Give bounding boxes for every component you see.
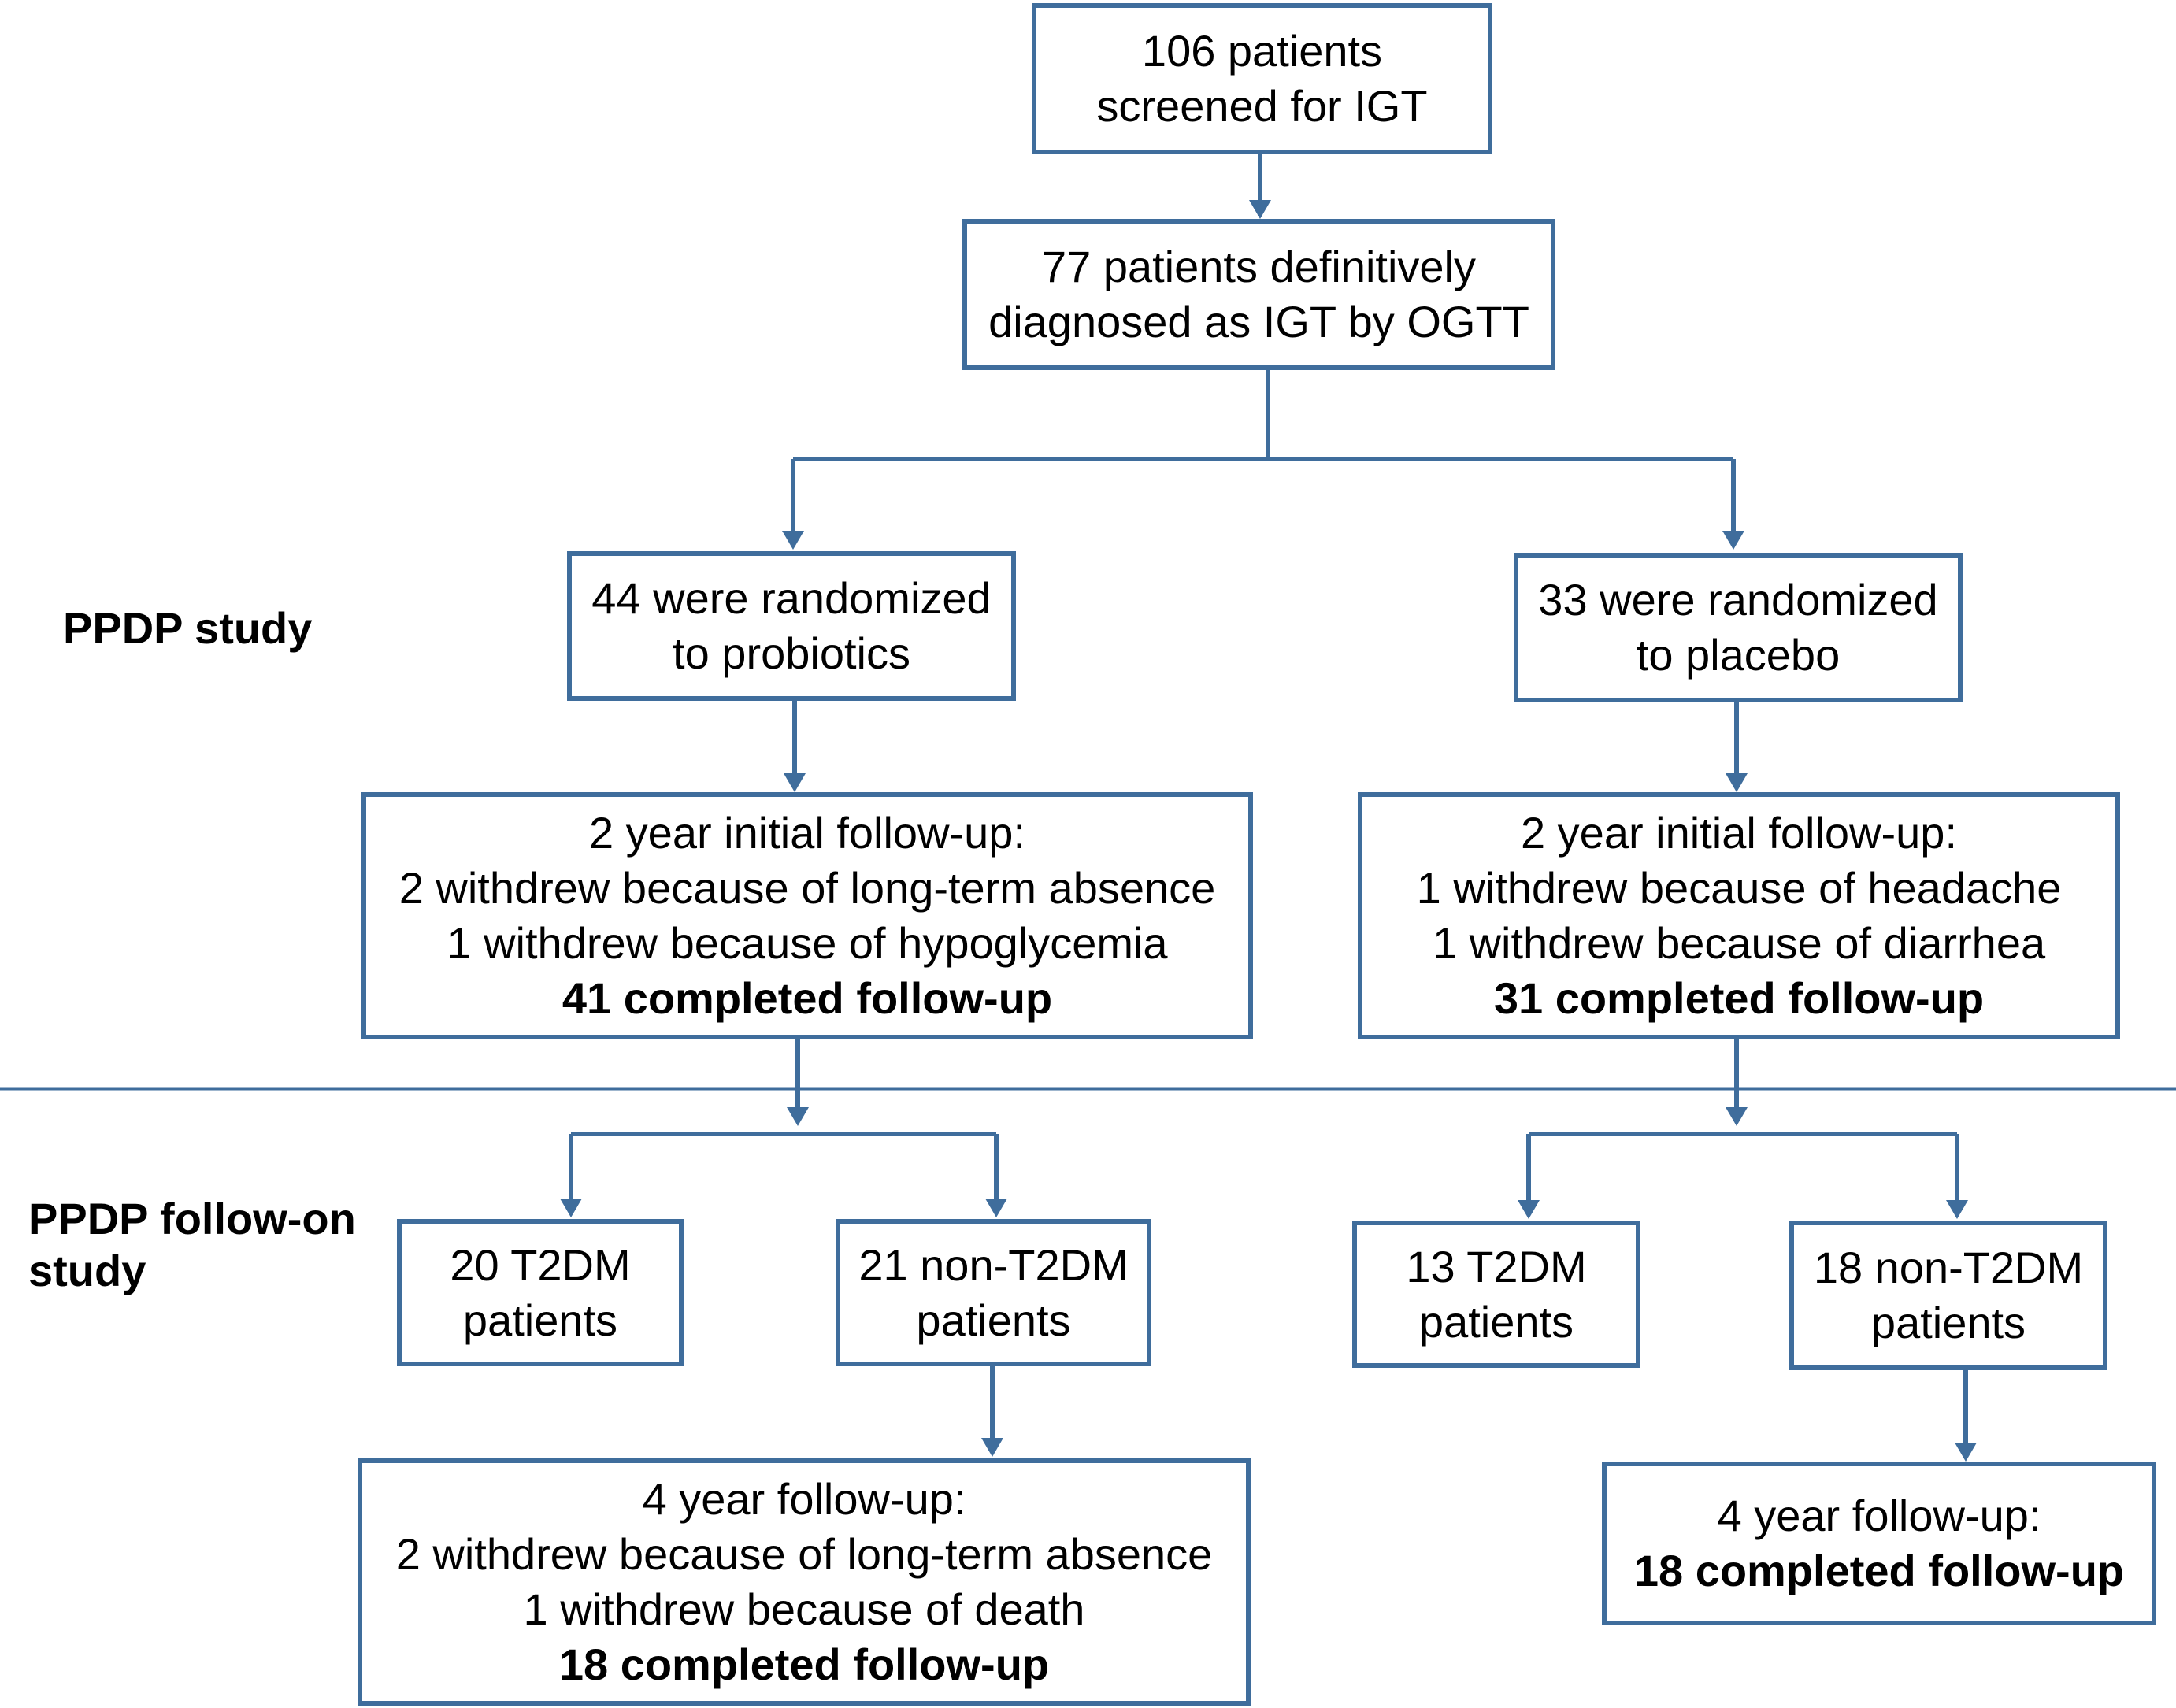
placebo-non-t2dm-box: 18 non-T2DM patients <box>1789 1221 2107 1370</box>
screened-box: 106 patients screened for IGT <box>1032 3 1492 154</box>
box-line: diagnosed as IGT by OGTT <box>988 297 1529 346</box>
box-line: patients <box>1418 1296 1574 1347</box>
followup-title: 4 year follow-up: <box>1717 1491 2041 1540</box>
arrowhead <box>1726 1107 1748 1126</box>
withdrawal-line: 1 withdrew because of death <box>523 1584 1085 1634</box>
withdrawal-line: 2 withdrew because of long-term absence <box>399 863 1216 913</box>
box-line: 20 T2DM <box>450 1239 631 1290</box>
completed-count: 18 completed follow-up <box>1633 1546 2125 1595</box>
placebo-t2dm-box: 13 T2DM patients <box>1352 1221 1640 1368</box>
placebo-randomized-box: 33 were randomized to placebo <box>1514 553 1963 702</box>
arrowhead <box>1518 1200 1540 1219</box>
arrowhead <box>560 1199 582 1217</box>
probiotics-randomized-box: 44 were randomized to probiotics <box>567 551 1016 701</box>
box-line: 106 patients <box>1141 26 1383 76</box>
completed-count: 18 completed follow-up <box>558 1639 1050 1689</box>
followup-title: 2 year initial follow-up: <box>1520 808 1958 858</box>
arrowhead <box>981 1438 1003 1457</box>
probiotics-4yr-followup-box: 4 year follow-up: 2 withdrew because of … <box>358 1458 1251 1706</box>
arrowhead <box>1722 531 1744 550</box>
ppdp-followon-label-line1: PPDP follow-on <box>28 1194 356 1243</box>
box-line: to probiotics <box>673 628 910 678</box>
box-line: patients <box>916 1295 1071 1345</box>
arrowhead <box>787 1107 809 1126</box>
box-line: 18 non-T2DM <box>1813 1243 2084 1292</box>
withdrawal-line: 1 withdrew because of diarrhea <box>1432 918 2046 968</box>
ppdp-followon-label: PPDP follow-on study <box>28 1193 356 1297</box>
arrowhead <box>1726 773 1748 792</box>
box-line: 33 were randomized <box>1538 575 1938 624</box>
arrowhead <box>784 773 806 792</box>
withdrawal-line: 1 withdrew because of headache <box>1416 863 2062 913</box>
probiotics-initial-followup-box: 2 year initial follow-up: 2 withdrew bec… <box>361 792 1253 1039</box>
box-line: screened for IGT <box>1096 81 1428 131</box>
completed-count: 31 completed follow-up <box>1493 973 1985 1023</box>
placebo-4yr-followup-box: 4 year follow-up: 18 completed follow-up <box>1602 1462 2156 1625</box>
box-line: 77 patients definitively <box>1041 242 1476 291</box>
withdrawal-line: 1 withdrew because of hypoglycemia <box>447 918 1168 968</box>
followup-title: 4 year follow-up: <box>642 1474 966 1524</box>
arrowhead <box>985 1199 1007 1217</box>
followup-title: 2 year initial follow-up: <box>588 808 1026 858</box>
diagnosed-box: 77 patients definitively diagnosed as IG… <box>962 219 1555 370</box>
ppdp-followon-label-line2: study <box>28 1246 146 1295</box>
box-line: patients <box>1870 1298 2026 1347</box>
box-line: 13 T2DM <box>1406 1241 1587 1291</box>
completed-count: 41 completed follow-up <box>562 973 1053 1023</box>
arrowhead <box>782 531 804 550</box>
withdrawal-line: 2 withdrew because of long-term absence <box>395 1529 1213 1579</box>
probiotics-t2dm-box: 20 T2DM patients <box>397 1219 684 1366</box>
box-line: to placebo <box>1636 630 1841 680</box>
box-line: patients <box>462 1295 618 1345</box>
ppdp-study-label: PPDP study <box>63 603 313 653</box>
placebo-initial-followup-box: 2 year initial follow-up: 1 withdrew bec… <box>1358 792 2120 1039</box>
box-line: 21 non-T2DM <box>858 1239 1129 1290</box>
box-line: 44 were randomized <box>591 573 992 623</box>
probiotics-non-t2dm-box: 21 non-T2DM patients <box>836 1219 1151 1366</box>
arrowhead <box>1946 1200 1968 1219</box>
arrowhead <box>1249 200 1271 219</box>
arrowhead <box>1955 1443 1977 1462</box>
